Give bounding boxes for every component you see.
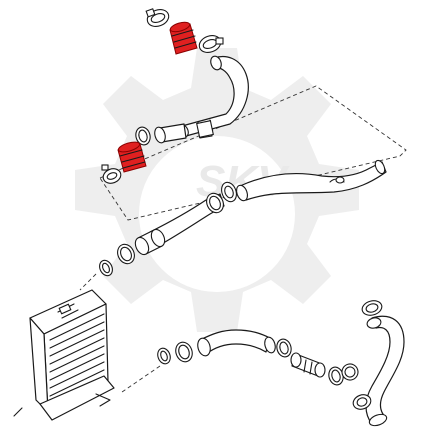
upper-clamp-bottom: [198, 35, 224, 53]
upper-red-coupler: [169, 21, 198, 55]
lower-right-hose: [365, 315, 405, 425]
lower-red-coupler: [117, 141, 147, 173]
intercooler: [13, 289, 115, 421]
watermark-gear: [75, 48, 359, 332]
lower-small-clamp: [101, 164, 122, 184]
lower-curved-hose: [199, 329, 271, 355]
upper-clamp-top: [145, 8, 170, 27]
